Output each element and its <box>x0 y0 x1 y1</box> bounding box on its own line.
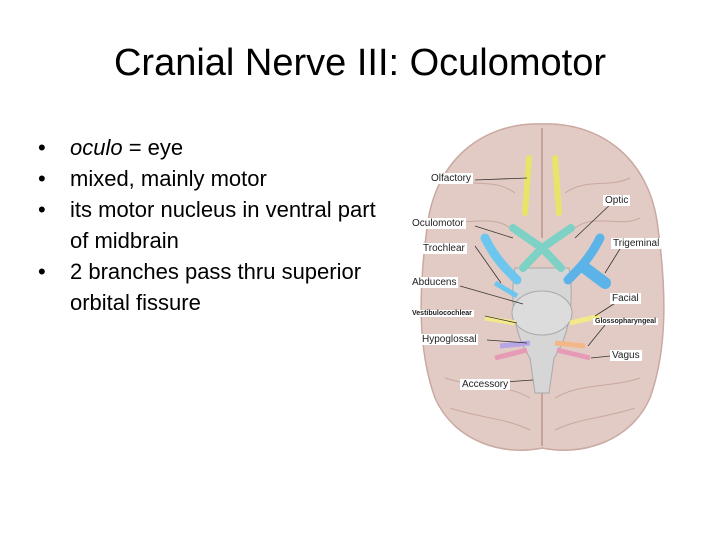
bullet-item: • its motor nucleus in ventral part of m… <box>38 194 378 256</box>
bullet-icon: • <box>38 166 46 191</box>
bullet-item: • oculo = eye <box>38 132 378 163</box>
glossopharyngeal-nerve <box>554 340 586 349</box>
facial-nerve <box>569 313 601 326</box>
bullet-text: its motor nucleus in ventral part of mid… <box>70 197 376 253</box>
label-glossopharyngeal: Glossopharyngeal <box>593 318 659 325</box>
label-accessory: Accessory <box>460 379 511 390</box>
label-facial: Facial <box>610 293 641 304</box>
trigeminal-nerve <box>563 233 605 285</box>
vestibulocochlear-nerve <box>484 315 516 326</box>
label-trochlear: Trochlear <box>421 243 467 254</box>
label-vestibulocochlear: Vestibulocochlear <box>410 310 474 317</box>
label-abducens: Abducens <box>410 277 459 288</box>
trigeminal-nerve <box>579 262 611 289</box>
brain-illustration <box>420 123 665 451</box>
gyri <box>444 177 641 431</box>
label-trigeminal: Trigeminal <box>611 238 662 249</box>
label-oculomotor: Oculomotor <box>410 218 466 229</box>
oculomotor-nerve <box>480 233 522 285</box>
bullet-text: mixed, mainly motor <box>70 166 267 191</box>
slide-title: Cranial Nerve III: Oculomotor <box>113 42 607 84</box>
brain-diagram: Olfactory Optic Oculomotor Trochlear Tri… <box>405 118 680 458</box>
optic-nerve <box>509 224 575 272</box>
vagus-nerve <box>556 347 591 361</box>
bullet-item: • mixed, mainly motor <box>38 163 378 194</box>
trochlear-nerve <box>493 280 519 299</box>
olfactory-nerve <box>552 155 562 216</box>
bullet-text: 2 branches pass thru superior orbital fi… <box>70 259 362 315</box>
label-vagus: Vagus <box>610 350 642 361</box>
hypoglossal-nerve <box>499 340 531 349</box>
olfactory-nerve <box>522 155 532 216</box>
bullet-item: • 2 branches pass thru superior orbital … <box>38 256 378 318</box>
label-optic: Optic <box>603 195 631 206</box>
bullet-list: • oculo = eye • mixed, mainly motor • it… <box>38 132 378 318</box>
vagus-nerve <box>494 347 528 361</box>
label-olfactory: Olfactory <box>429 173 474 184</box>
pons <box>511 290 573 336</box>
bullet-icon: • <box>38 197 46 222</box>
bullet-text: = eye <box>122 135 184 160</box>
bullet-italic: oculo <box>70 135 123 160</box>
label-hypoglossal: Hypoglossal <box>420 334 479 345</box>
bullet-icon: • <box>38 259 46 284</box>
bullet-icon: • <box>38 135 46 160</box>
